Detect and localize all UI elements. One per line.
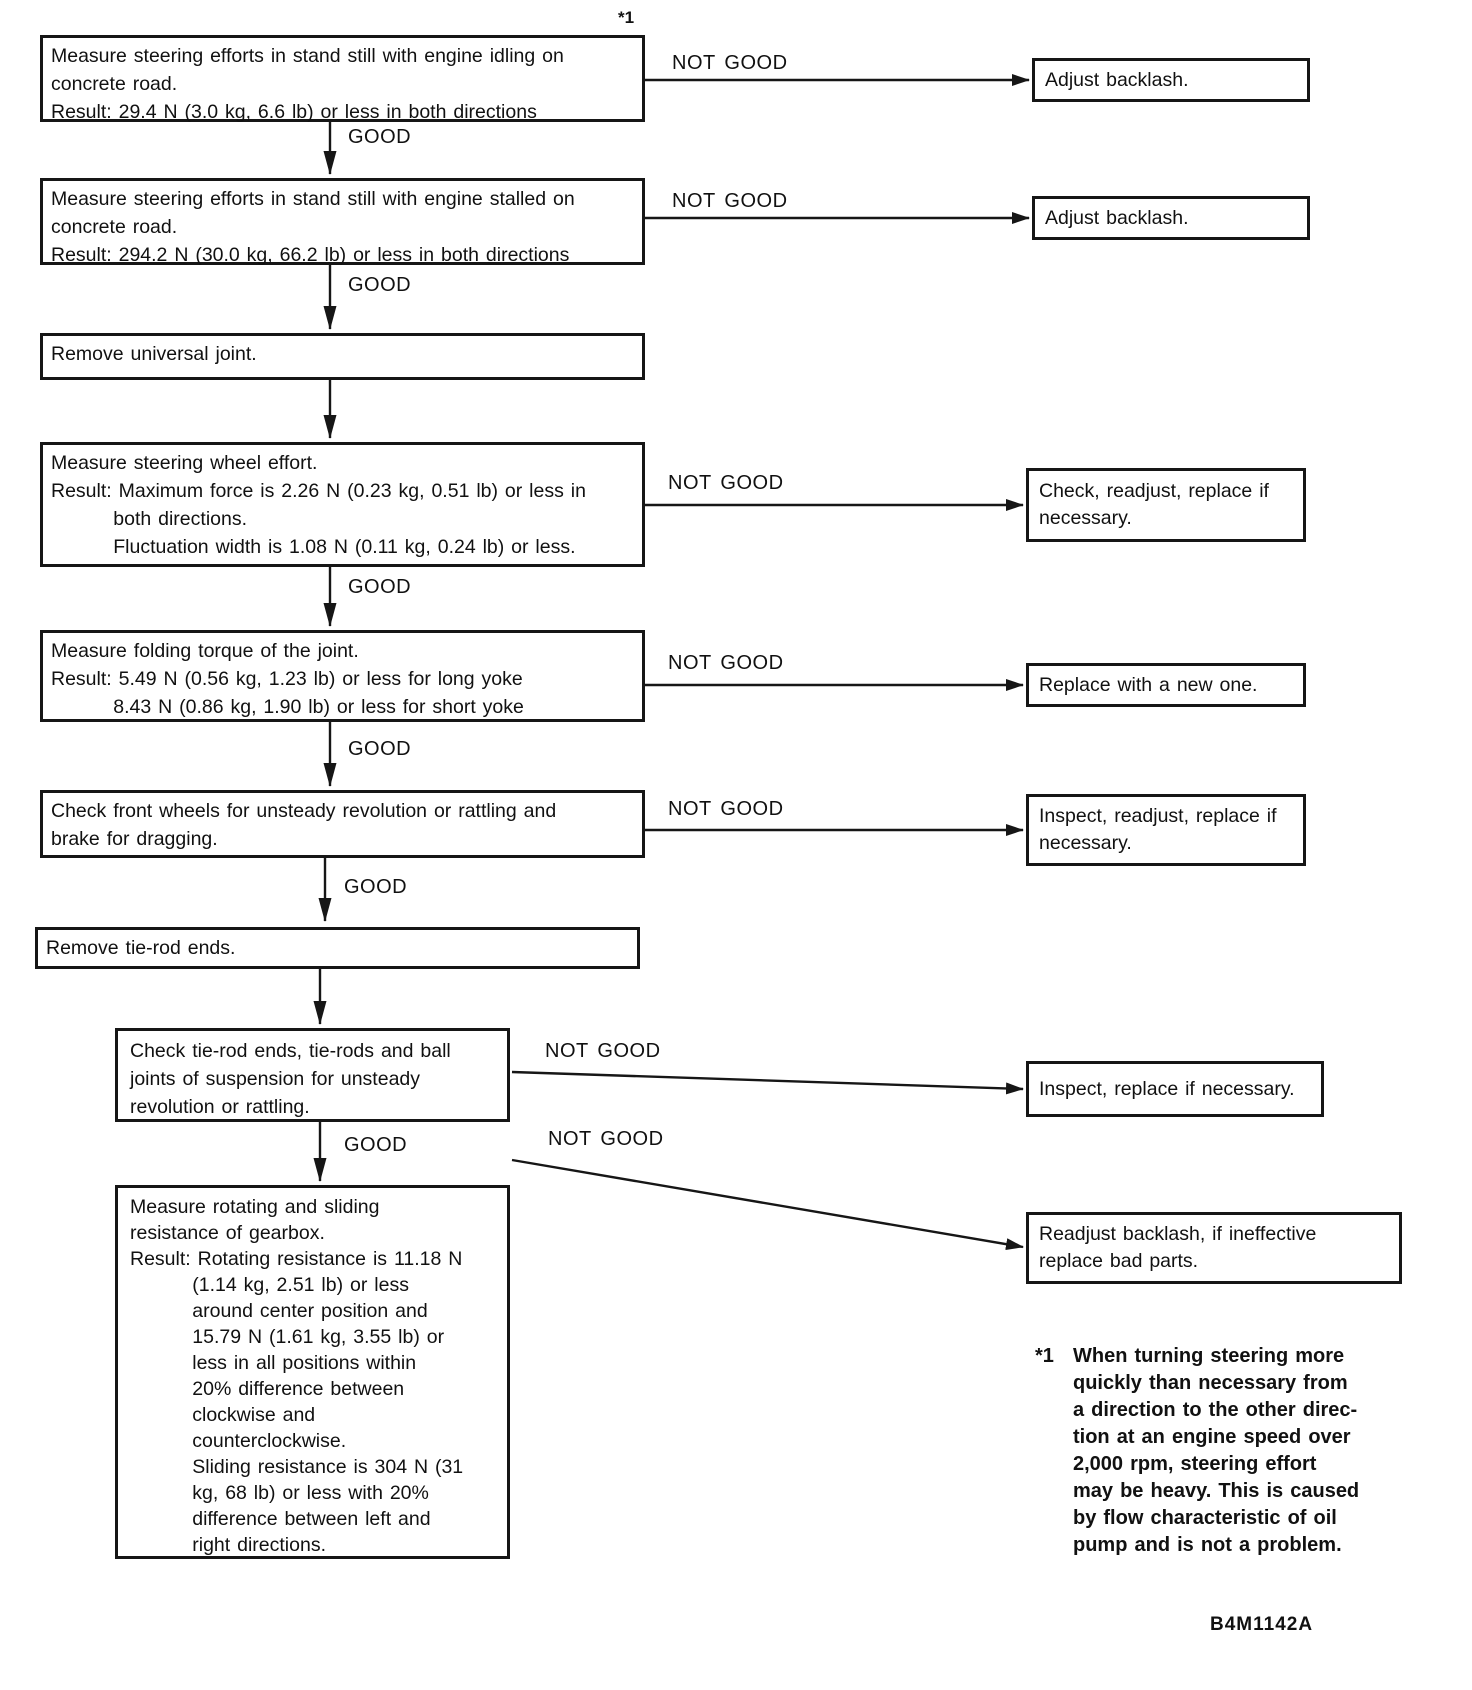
not-good-label-5: NOT GOOD bbox=[668, 798, 784, 820]
action-adjust-backlash-1-box: Adjust backlash. bbox=[1032, 58, 1310, 102]
action-replace-with-new-one-box: Replace with a new one. bbox=[1026, 663, 1306, 707]
figure-code: B4M1142A bbox=[1210, 1614, 1314, 1635]
step-check-front-wheels-box: Check front wheels for unsteady revoluti… bbox=[40, 790, 645, 858]
good-label-2: GOOD bbox=[348, 274, 412, 296]
good-label-3: GOOD bbox=[348, 576, 412, 598]
step-measure-efforts-stalled-box: Measure steering efforts in stand still … bbox=[40, 178, 645, 266]
good-label-6: GOOD bbox=[344, 1134, 408, 1156]
step-measure-steering-wheel-effort-box: Measure steering wheel effort.Result: Ma… bbox=[40, 442, 645, 567]
not-good-label-7: NOT GOOD bbox=[548, 1128, 664, 1150]
not-good-label-1: NOT GOOD bbox=[672, 52, 788, 74]
step-remove-universal-joint-box: Remove universal joint. bbox=[40, 333, 645, 380]
action-adjust-backlash-2-box: Adjust backlash. bbox=[1032, 196, 1310, 240]
not-good-label-2: NOT GOOD bbox=[672, 190, 788, 212]
arrow-step8-action6 bbox=[511, 1070, 1024, 1095]
footnote-marker: *1 bbox=[1035, 1345, 1054, 1367]
step-measure-efforts-idling-box: Measure steering efforts in stand still … bbox=[40, 35, 645, 123]
good-label-5: GOOD bbox=[344, 876, 408, 898]
not-good-label-4: NOT GOOD bbox=[668, 652, 784, 674]
step-measure-folding-torque-box: Measure folding torque of the joint.Resu… bbox=[40, 630, 645, 722]
footnote-reference: *1 bbox=[618, 8, 635, 27]
step-remove-tie-rod-ends-box: Remove tie-rod ends. bbox=[35, 927, 640, 969]
good-label-4: GOOD bbox=[348, 738, 412, 760]
not-good-label-3: NOT GOOD bbox=[668, 472, 784, 494]
not-good-label-6: NOT GOOD bbox=[545, 1040, 661, 1062]
arrow-step9-action7 bbox=[511, 1158, 1024, 1251]
good-label-1: GOOD bbox=[348, 126, 412, 148]
action-inspect-replace-box: Inspect, replace if necessary. bbox=[1026, 1061, 1324, 1117]
